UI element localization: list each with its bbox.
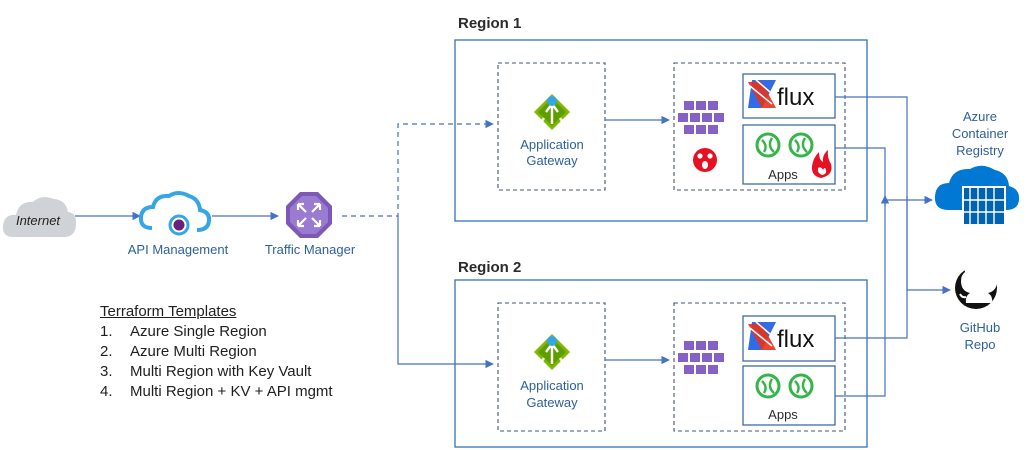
- r2-apps-to-registry: [835, 200, 886, 397]
- region-1-gateway-box: [497, 62, 606, 191]
- region-1-gateway-label-2: Gateway: [526, 153, 578, 168]
- region-2-app-globe-icon: [755, 373, 781, 399]
- github-icon: [955, 264, 997, 309]
- api-management-label: API Management: [128, 242, 229, 257]
- tm-to-region-1: [342, 119, 494, 217]
- region-2-apps-box: [742, 365, 836, 426]
- container-registry-icon: [934, 165, 1020, 226]
- region-2-flux-label: flux: [777, 326, 814, 353]
- r1-apps-to-registry: [835, 147, 933, 205]
- region-1-flux-label: flux: [777, 84, 814, 111]
- cloud-icon: [2, 197, 77, 237]
- list-item-number: 4.: [100, 383, 113, 400]
- acr-label-2: Container: [952, 126, 1009, 141]
- region-2-gateway-label-2: Gateway: [526, 395, 578, 410]
- region-2-flux-icon: [748, 321, 776, 350]
- region-2-cluster-box: [673, 302, 846, 432]
- terraform-templates-title: Terraform Templates: [100, 303, 237, 320]
- list-item-number: 2.: [100, 343, 113, 360]
- region-2-application-gateway-icon: [534, 334, 570, 370]
- terraform-templates-list: Terraform Templates 1. Azure Single Regi…: [100, 302, 333, 402]
- list-item-label: Multi Region + KV + API mgmt: [130, 383, 333, 400]
- traffic-manager-label: Traffic Manager: [265, 242, 356, 257]
- list-item-label: Azure Multi Region: [130, 343, 257, 360]
- region-1-app-globe-icon: [755, 132, 781, 158]
- internet-label: Internet: [16, 213, 61, 228]
- list-item-label: Azure Single Region: [130, 323, 267, 340]
- region-1-application-gateway-icon: [534, 94, 570, 130]
- list-item: 1. Azure Single Region: [100, 322, 333, 342]
- region-1-gateway-label-1: Application: [520, 137, 584, 152]
- r1-flux-to-repos: [835, 96, 951, 295]
- tm-to-region-2: [397, 216, 494, 369]
- region-2-app-globe-icon-2: [788, 373, 814, 399]
- region-2-gateway-label-1: Application: [520, 378, 584, 393]
- list-item-label: Multi Region with Key Vault: [130, 363, 312, 380]
- region-1-fire-icon: [811, 150, 832, 178]
- region-1-flux-icon: [748, 79, 776, 108]
- r2-flux-to-registry: [835, 196, 908, 339]
- region-2-kubernetes-icon: [678, 341, 724, 374]
- github-label-2: Repo: [964, 337, 995, 352]
- acr-label-3: Registry: [956, 143, 1004, 158]
- list-item: 2. Azure Multi Region: [100, 342, 333, 362]
- list-item-number: 1.: [100, 323, 113, 340]
- region-1-cluster-box: [673, 62, 846, 191]
- github-label-1: GitHub: [960, 320, 1000, 335]
- list-item: 3. Multi Region with Key Vault: [100, 362, 333, 382]
- traffic-manager-icon: [286, 192, 332, 238]
- region-1-app-globe-icon-2: [788, 132, 814, 158]
- region-1-box: [454, 39, 868, 222]
- region-2-apps-label: Apps: [768, 407, 798, 422]
- region-1-kubernetes-icon: [678, 101, 724, 134]
- region-1-alert-icon: [693, 148, 717, 172]
- region-2-title: Region 2: [458, 259, 521, 276]
- region-1-title: Region 1: [458, 15, 521, 32]
- list-item: 4. Multi Region + KV + API mgmt: [100, 382, 333, 402]
- api-management-icon: [138, 191, 212, 236]
- list-item-number: 3.: [100, 363, 113, 380]
- acr-label-1: Azure: [963, 109, 997, 124]
- region-2-gateway-box: [497, 302, 606, 432]
- connectors: [75, 96, 951, 397]
- region-1-apps-label: Apps: [768, 167, 798, 182]
